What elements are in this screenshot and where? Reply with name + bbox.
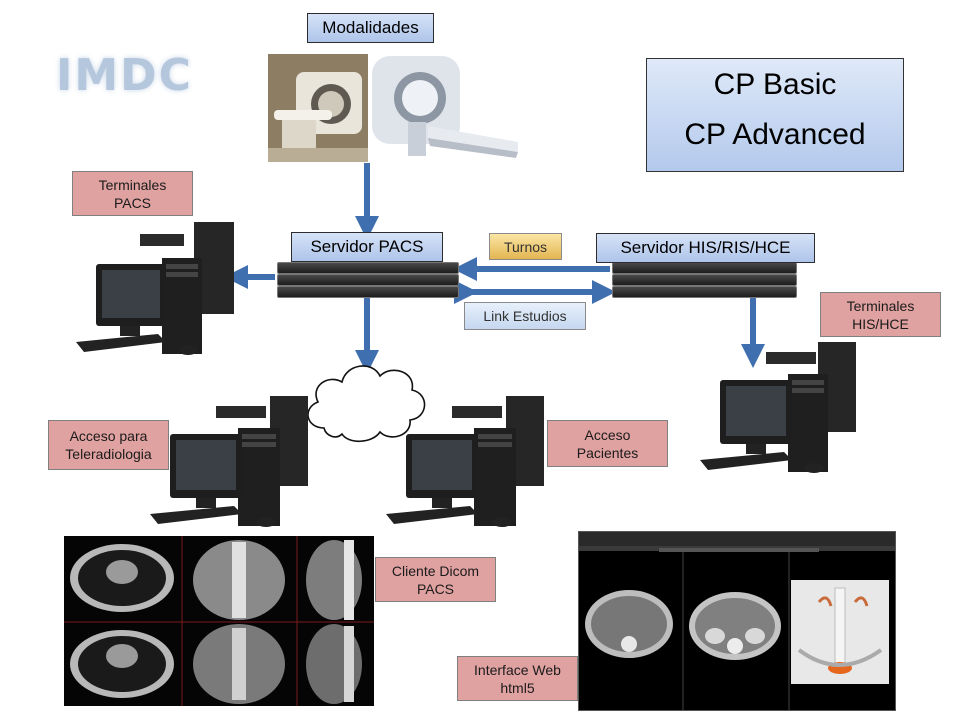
modalities-label: Modalidades	[307, 13, 434, 43]
web-viewer-screenshot-image	[579, 532, 895, 710]
workstation-his-icon	[700, 342, 856, 473]
dicom-client-viewer	[64, 536, 374, 706]
mri-scanner-icon	[268, 54, 368, 162]
mri-scanner-image	[268, 54, 368, 162]
web-interface-viewer	[578, 531, 896, 711]
pacs-server-label: Servidor PACS	[291, 232, 443, 262]
cp-basic-label: CP Basic	[713, 68, 837, 101]
web-interface-label: Interface Web html5	[457, 656, 578, 701]
workstation-pacs-icon	[76, 222, 234, 355]
ct-scan-grid-image	[64, 536, 374, 706]
workstation-teleradiology-icon	[150, 396, 308, 527]
dicom-client-label: Cliente Dicom PACS	[375, 557, 496, 602]
ct-scanner-image	[368, 54, 523, 162]
imdc-logo: IMDC	[56, 50, 193, 101]
his-server-rack	[612, 262, 797, 298]
link-estudios-label: Link Estudios	[464, 302, 586, 330]
pacs-server-rack	[277, 262, 459, 298]
internet-cloud-icon	[307, 365, 426, 443]
terminals-pacs-label: Terminales PACS	[72, 171, 193, 216]
ct-scanner-icon	[372, 56, 518, 158]
cp-products-box: CP Basic CP Advanced	[646, 58, 904, 172]
teleradiology-label: Acceso para Teleradiologia	[48, 420, 169, 470]
terminals-his-label: Terminales HIS/HCE	[820, 292, 941, 337]
workstation-patients-icon	[386, 396, 544, 527]
patients-label: Acceso Pacientes	[547, 420, 668, 467]
his-server-label: Servidor HIS/RIS/HCE	[596, 233, 815, 263]
turnos-label: Turnos	[489, 233, 562, 260]
cp-advanced-label: CP Advanced	[684, 118, 866, 151]
